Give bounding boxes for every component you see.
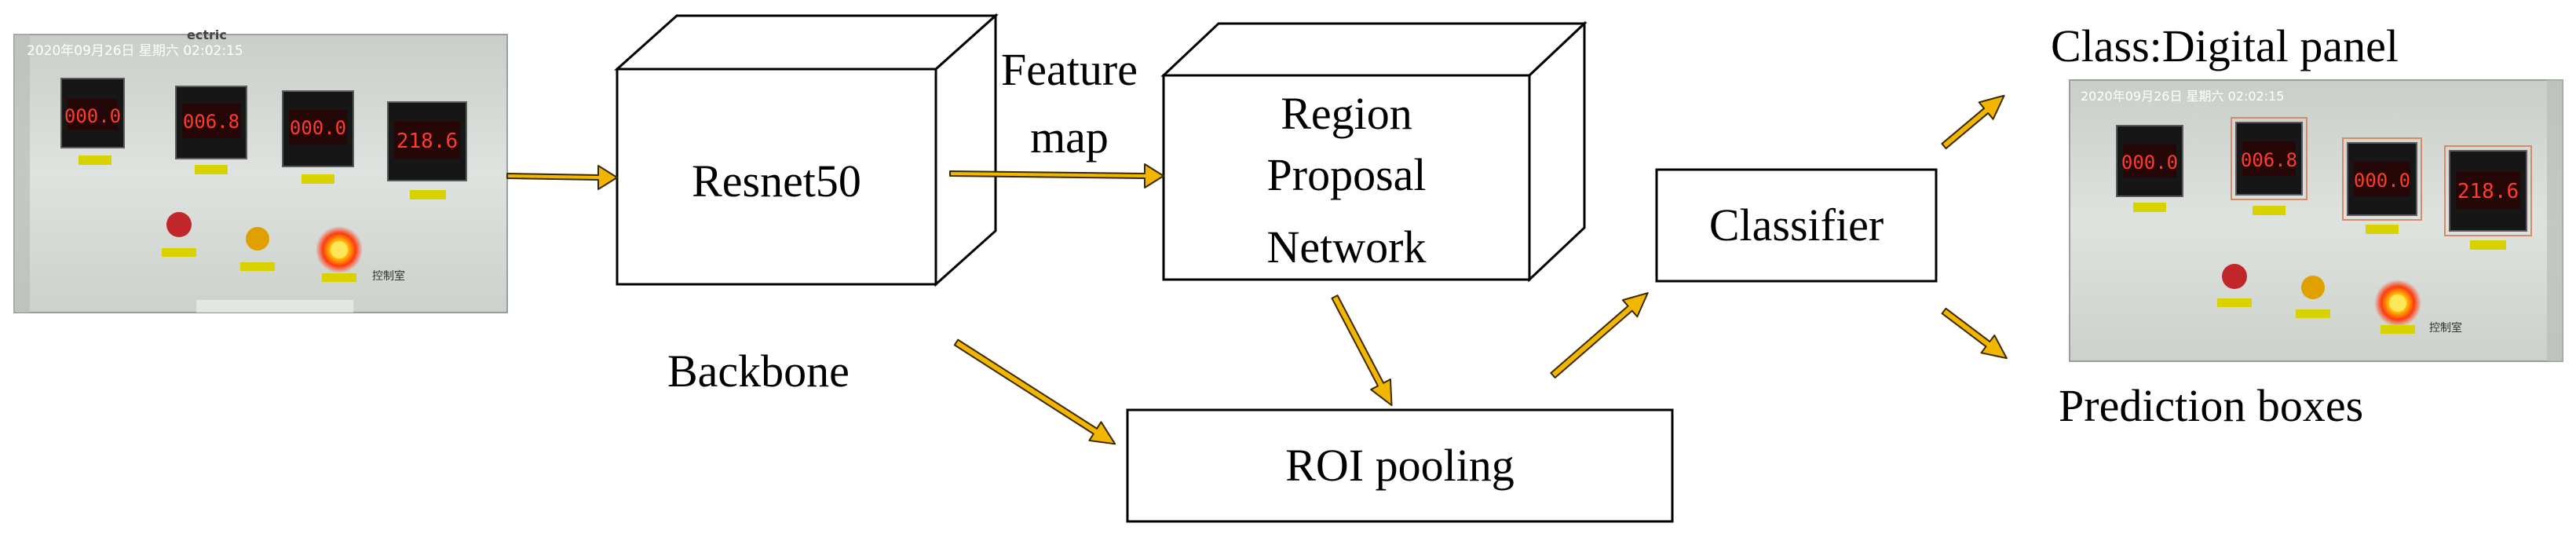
output-meter-1: 000.0: [2116, 125, 2183, 212]
classifier-block-label: Classifier: [1709, 199, 1884, 251]
roi-pooling-block: ROI pooling: [1126, 408, 1674, 523]
rpn-block: Region Proposal Network: [1160, 20, 1588, 283]
input-meter-1: 000.0: [60, 78, 125, 165]
prediction-boxes-label: Prediction boxes: [2059, 380, 2363, 431]
backbone-block: Resnet50: [614, 13, 999, 287]
arrow-roi-to-classifier: [1550, 292, 1649, 379]
input-meter-3: 000.0: [282, 90, 354, 184]
input-meter-4: 218.6: [387, 101, 467, 199]
input-indicator-red: [166, 212, 192, 237]
feature-map-annotation-line-2: map: [1030, 112, 1109, 163]
arrow-backbone-to-roi: [953, 338, 1116, 445]
arrows: [506, 94, 2008, 445]
input-image-room-label: 控制室: [372, 269, 405, 283]
class-output-label: Class:Digital panel: [2051, 20, 2399, 71]
rpn-block-label-line-3: Network: [1267, 221, 1427, 272]
svg-text:000.0: 000.0: [2121, 152, 2178, 174]
backbone-annotation: Backbone: [667, 346, 850, 397]
arrow-rpn-to-roi: [1331, 294, 1393, 407]
svg-text:000.0: 000.0: [290, 117, 346, 139]
output-image: 2020年09月26日 星期六 02:02:15 000.0 006.8 000…: [2069, 79, 2563, 362]
rpn-block-label-line-2: Proposal: [1267, 149, 1427, 200]
arrow-classifier-to-boxes: [1941, 307, 2008, 360]
output-image-timestamp: 2020年09月26日 星期六 02:02:15: [2081, 89, 2284, 104]
arrow-classifier-to-class: [1941, 94, 2005, 150]
output-meter-4: 218.6: [2444, 145, 2532, 250]
svg-text:218.6: 218.6: [396, 130, 458, 153]
svg-text:218.6: 218.6: [2457, 180, 2519, 203]
output-indicator-red: [2222, 264, 2247, 289]
feature-map-annotation-line-1: Feature: [1001, 44, 1138, 95]
output-meter-2: 006.8: [2231, 117, 2307, 215]
roi-pooling-block-label: ROI pooling: [1285, 440, 1515, 491]
svg-text:000.0: 000.0: [2354, 170, 2410, 192]
rpn-block-label-line-1: Region: [1281, 88, 1412, 139]
input-image-brand: ectric: [187, 27, 227, 42]
input-image: 2020年09月26日 星期六 02:02:15 ectric 000.0 00…: [13, 27, 508, 313]
output-indicator-yellow: [2301, 276, 2325, 299]
input-indicator-yellow: [246, 227, 269, 251]
classifier-block: Classifier: [1655, 168, 1938, 283]
input-meter-2: 006.8: [175, 86, 247, 174]
svg-text:006.8: 006.8: [2241, 149, 2297, 171]
output-meter-3: 000.0: [2342, 137, 2422, 234]
backbone-block-label: Resnet50: [692, 155, 861, 207]
arrow-image-to-backbone: [506, 165, 618, 190]
svg-text:006.8: 006.8: [183, 111, 239, 133]
arrow-backbone-to-rpn: [949, 163, 1164, 188]
output-image-room-label: 控制室: [2429, 321, 2462, 335]
svg-text:000.0: 000.0: [64, 105, 121, 127]
input-image-timestamp: 2020年09月26日 星期六 02:02:15: [27, 43, 243, 59]
